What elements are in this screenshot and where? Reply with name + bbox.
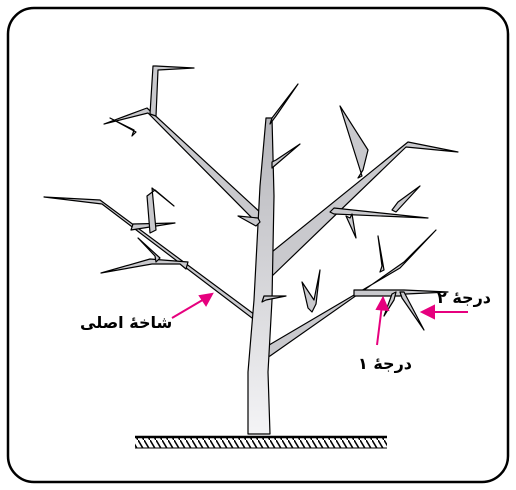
trunk-spur-top <box>269 83 299 125</box>
upper-right-twig <box>339 105 369 179</box>
main-branch-arrow-line <box>171 297 207 319</box>
degree-2-label: درجهٔ ۲ <box>437 288 491 307</box>
left-lower-twig <box>100 258 189 274</box>
trunk-spur-low <box>261 295 287 303</box>
degree2-spur-a <box>399 291 425 331</box>
degree1-arrowhead <box>375 295 390 312</box>
upper-left-branch <box>103 107 263 227</box>
left-twig-up <box>146 187 175 234</box>
branches <box>43 65 459 435</box>
ground <box>135 435 387 449</box>
upper-left-spur <box>109 117 137 137</box>
degree2-arrowhead <box>419 304 435 320</box>
lower-right-spur <box>301 269 321 313</box>
trunk <box>247 117 275 435</box>
lower-right-twig <box>377 235 385 273</box>
upper-right-spur-b <box>345 213 357 239</box>
upper-right-spur-c <box>391 185 421 213</box>
upper-right-spur-a <box>329 207 429 219</box>
upper-left-twig <box>149 65 195 117</box>
degree-1-label: درجهٔ ۱ <box>358 354 412 373</box>
main-branch-arrowhead <box>198 292 214 307</box>
trunk-spur-left <box>237 215 261 227</box>
diagram-frame <box>6 6 510 484</box>
main-branch-label: شاخهٔ اصلی <box>80 313 173 332</box>
arrows <box>171 292 468 346</box>
left-lower-spur <box>137 237 161 263</box>
degree1-arrow-line <box>376 304 383 346</box>
trunk-spur-right <box>271 143 301 169</box>
